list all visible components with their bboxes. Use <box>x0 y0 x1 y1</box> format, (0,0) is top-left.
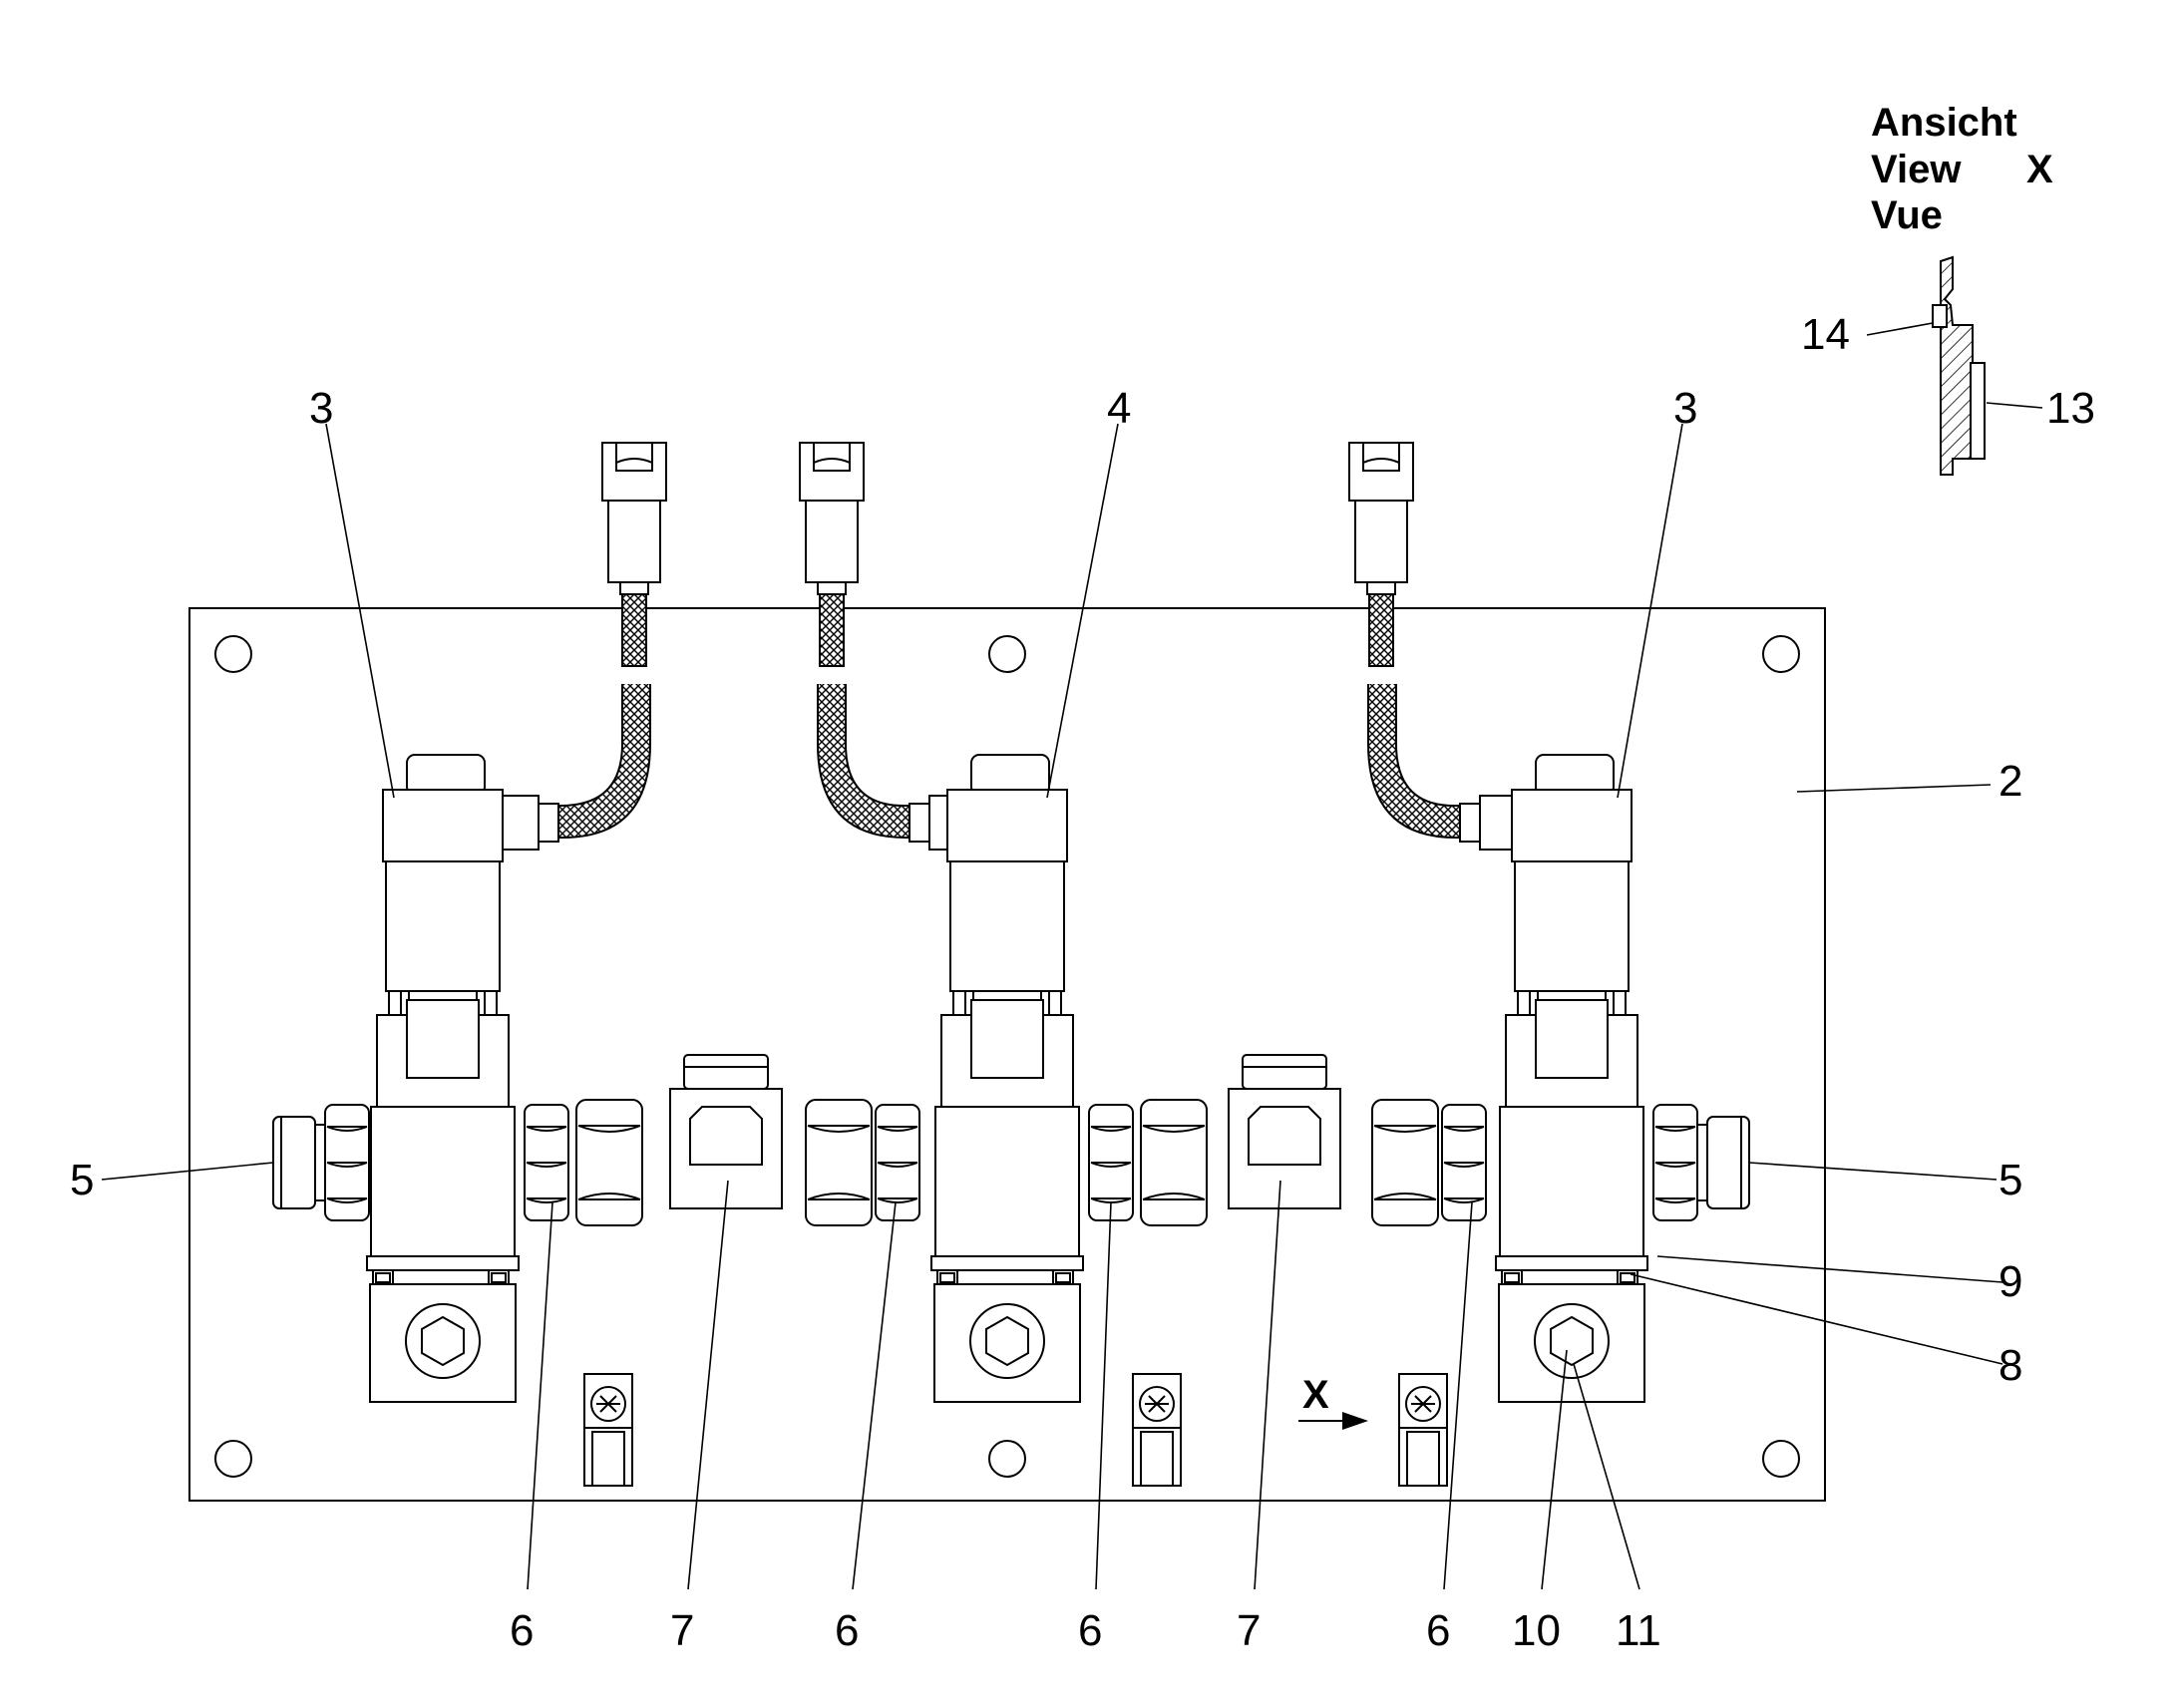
union-nut <box>1140 1099 1208 1226</box>
callout-8: 8 <box>1998 1341 2022 1390</box>
callout-10: 10 <box>1512 1606 1561 1655</box>
connector-plug-right <box>1348 442 1414 595</box>
cable-gland-left <box>498 795 559 851</box>
connector-plug-center <box>799 442 865 595</box>
leader-lines <box>101 322 2043 1590</box>
callout-14: 14 <box>1801 310 1850 359</box>
terminal-clip <box>583 1373 633 1487</box>
tee-fitting-left <box>669 1054 783 1209</box>
mounting-hole <box>214 635 252 673</box>
solenoid-valve-left <box>366 754 520 1403</box>
callout-7-a: 7 <box>670 1606 694 1655</box>
end-fitting-right <box>1696 1116 1750 1209</box>
view-title-letter: X <box>2026 148 2053 191</box>
union-nut <box>1371 1099 1439 1226</box>
callout-3-left: 3 <box>309 384 333 433</box>
view-arrow-label: X <box>1302 1373 1329 1417</box>
hex-nut <box>1652 1104 1698 1221</box>
mounting-hole <box>988 635 1026 673</box>
view-title-fr: Vue <box>1871 193 1943 237</box>
view-x-detail <box>1932 255 1986 476</box>
callout-7-b: 7 <box>1237 1606 1261 1655</box>
callout-11: 11 <box>1616 1606 1661 1655</box>
cable-bend-center <box>817 684 910 839</box>
cable-bend-right <box>1367 684 1461 839</box>
end-fitting-left <box>272 1116 326 1209</box>
callout-4: 4 <box>1107 384 1131 433</box>
callout-3-right: 3 <box>1673 384 1697 433</box>
callout-2: 2 <box>1998 757 2022 806</box>
callout-6-a: 6 <box>510 1606 534 1655</box>
callout-5-right: 5 <box>1998 1156 2022 1204</box>
hex-nut <box>1441 1104 1487 1221</box>
hex-nut <box>324 1104 370 1221</box>
mounting-hole <box>214 1440 252 1478</box>
solenoid-valve-center <box>930 754 1084 1403</box>
callout-5-left: 5 <box>70 1156 94 1204</box>
callout-6-c: 6 <box>1078 1606 1102 1655</box>
mounting-plate <box>188 607 1826 1502</box>
hex-nut <box>524 1104 569 1221</box>
callout-6-d: 6 <box>1426 1606 1450 1655</box>
terminal-clip <box>1398 1373 1448 1487</box>
view-title-de: Ansicht <box>1871 101 2017 145</box>
mounting-hole <box>988 1440 1026 1478</box>
solenoid-valve-right <box>1495 754 1648 1403</box>
mounting-hole <box>1762 635 1800 673</box>
cable-bend-left <box>555 684 651 839</box>
mounting-hole <box>1762 1440 1800 1478</box>
terminal-clip <box>1132 1373 1182 1487</box>
connector-plug-left <box>601 442 667 595</box>
tee-fitting-right <box>1228 1054 1341 1209</box>
view-arrow-x: X <box>1298 1373 1368 1430</box>
union-nut <box>575 1099 643 1226</box>
callout-13: 13 <box>2046 384 2095 433</box>
callout-9: 9 <box>1998 1257 2022 1306</box>
hex-nut <box>875 1104 920 1221</box>
union-nut <box>805 1099 873 1226</box>
view-title-en: View <box>1871 148 1962 191</box>
callout-6-b: 6 <box>835 1606 859 1655</box>
